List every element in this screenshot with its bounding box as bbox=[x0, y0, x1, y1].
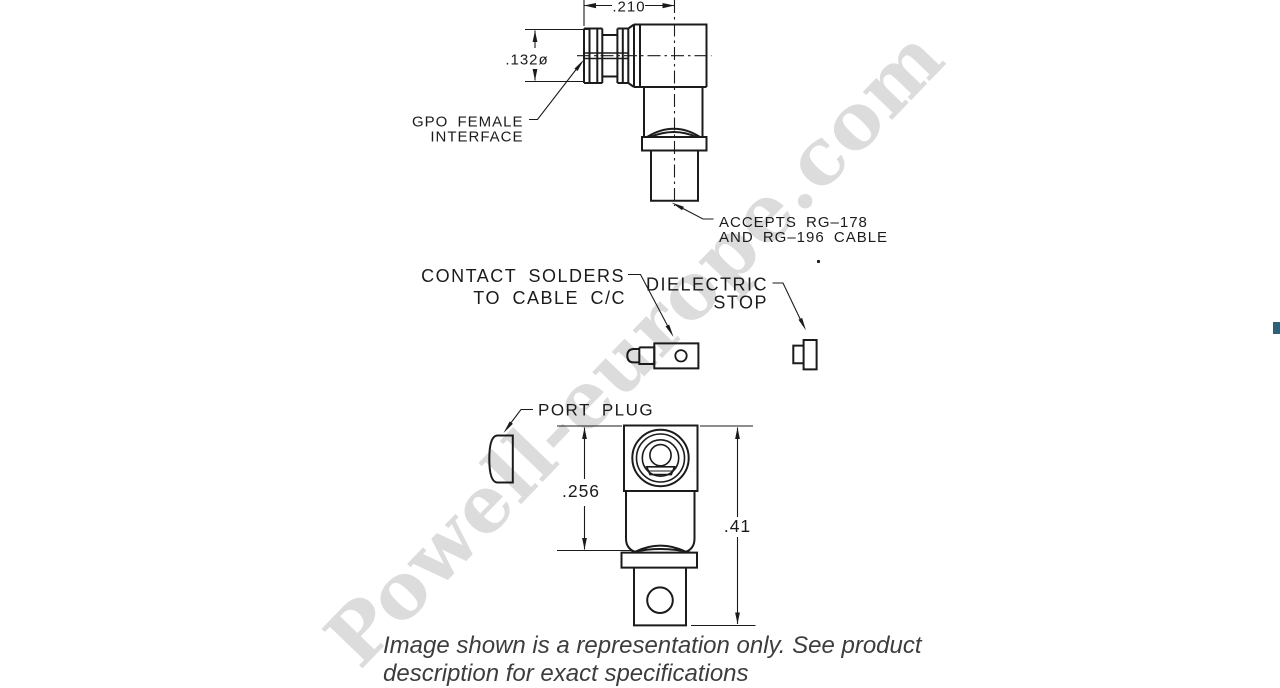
gpo-interface-label: GPO FEMALE INTERFACE bbox=[412, 59, 584, 146]
gpo-label-line2: INTERFACE bbox=[430, 129, 523, 146]
gpo-label-line1: GPO FEMALE bbox=[412, 114, 524, 131]
loose-parts-drawing: CONTACT SOLDERS TO CABLE C/C DIELECTRIC … bbox=[421, 266, 818, 371]
disclaimer-line1: Image shown is a representation only. Se… bbox=[383, 632, 922, 659]
cable-accepts-label: ACCEPTS RG–178 AND RG–196 CABLE bbox=[671, 202, 888, 246]
cable-label-line2: AND RG–196 CABLE bbox=[719, 229, 888, 246]
contact-label-line1: CONTACT SOLDERS bbox=[421, 266, 625, 286]
port-plug-outline bbox=[488, 434, 514, 484]
dim-132-text: .132ø bbox=[505, 52, 548, 69]
side-view-drawing: .210 .132ø GPO FEMALE INTERFACE ACCEPTS … bbox=[412, 0, 888, 264]
dielectric-stop-outline bbox=[792, 339, 818, 371]
stray-dot bbox=[816, 259, 821, 264]
disclaimer-line2: description for exact specifications bbox=[383, 660, 749, 687]
front-face-outline bbox=[623, 424, 699, 492]
dimension-41: .41 bbox=[691, 425, 756, 627]
connector-body-outline bbox=[633, 23, 708, 202]
dimension-210: .210 bbox=[583, 0, 675, 26]
dimension-132: .132ø bbox=[505, 28, 589, 83]
dimension-256: .256 bbox=[557, 425, 632, 552]
dim-210-text: .210 bbox=[612, 0, 645, 16]
front-view-drawing: PORT PLUG .256 bbox=[488, 401, 756, 627]
cable-label-line1: ACCEPTS RG–178 bbox=[719, 214, 868, 231]
dielectric-stop-label: DIELECTRIC STOP bbox=[646, 275, 806, 331]
dim-41-text: .41 bbox=[724, 516, 751, 536]
contact-pin-outline bbox=[626, 342, 700, 370]
front-body-outline bbox=[620, 491, 698, 627]
contact-label-line2: TO CABLE C/C bbox=[473, 288, 626, 308]
representation-disclaimer: Image shown is a representation only. Se… bbox=[383, 632, 922, 688]
contact-label: CONTACT SOLDERS TO CABLE C/C bbox=[421, 266, 674, 337]
dielectric-label-line1: DIELECTRIC bbox=[646, 275, 768, 295]
right-edge-widget[interactable] bbox=[1273, 322, 1280, 334]
dim-256-text: .256 bbox=[562, 481, 600, 501]
interface-slot-lines bbox=[584, 52, 629, 60]
port-plug-label: PORT PLUG bbox=[503, 401, 654, 433]
dielectric-label-line2: STOP bbox=[713, 293, 768, 313]
port-plug-label-text: PORT PLUG bbox=[538, 401, 654, 420]
